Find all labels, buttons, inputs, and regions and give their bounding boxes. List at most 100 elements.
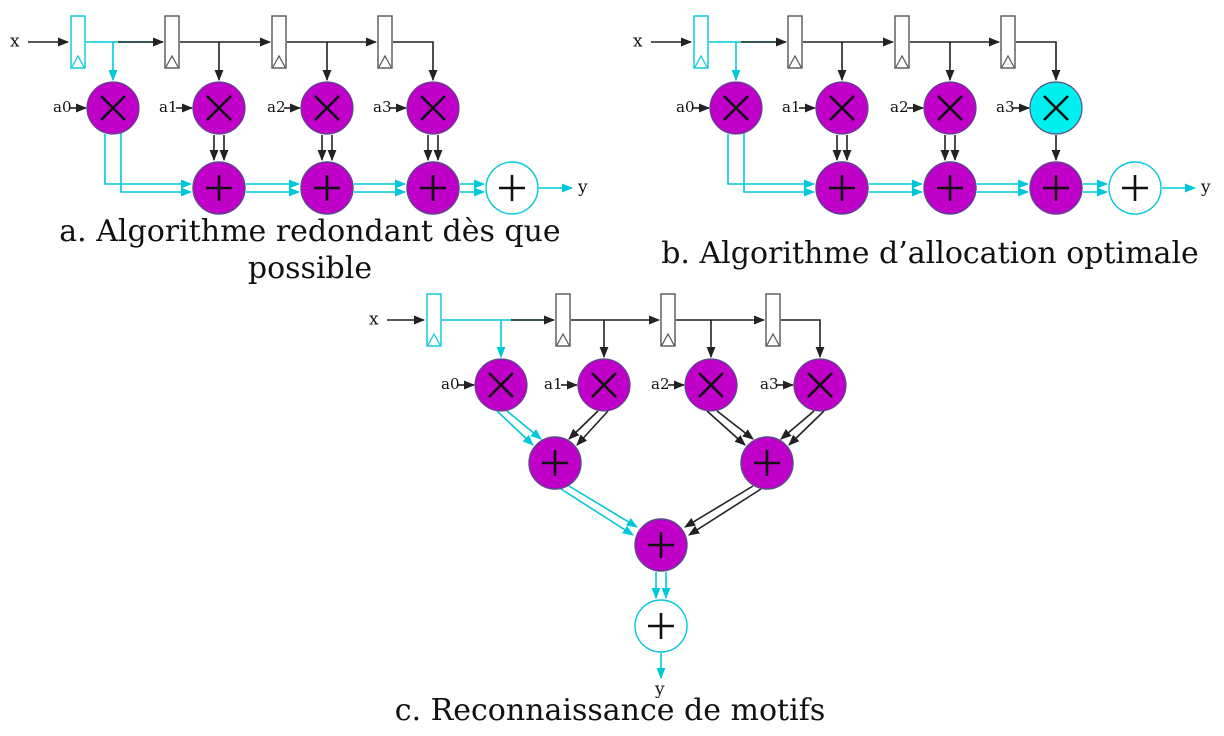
diagram-b-coef-label-3: a3 bbox=[996, 98, 1015, 116]
diagram-a-adder-0-icon bbox=[192, 161, 246, 215]
multiply-stroke bbox=[829, 95, 855, 121]
clock-triangle-icon bbox=[272, 54, 286, 68]
diagram-a-input-label: x bbox=[10, 32, 20, 52]
diagram-c-m0-edge-2 bbox=[506, 410, 542, 440]
diagram-c-m0-edge-1 bbox=[496, 410, 534, 446]
diagram-c-multiplier-2-icon bbox=[684, 358, 738, 412]
diagram-c-coef-label-2: a2 bbox=[651, 375, 670, 393]
diagram-a-register-1 bbox=[164, 15, 180, 69]
register-body bbox=[765, 293, 781, 347]
diagram-b-multiplier-1-icon bbox=[815, 81, 869, 135]
clock-triangle-icon bbox=[378, 54, 392, 68]
diagram-c-coef-label-1: a1 bbox=[544, 375, 563, 393]
diagram-b-final-adder-icon bbox=[1108, 161, 1162, 215]
multiply-stroke bbox=[807, 372, 833, 398]
diagram-b-coef-label-2: a2 bbox=[890, 98, 909, 116]
diagram-c-m3-edge-2 bbox=[788, 410, 825, 446]
diagram-b-multiplier-0-icon bbox=[709, 81, 763, 135]
diagram-c-coef-label-0: a0 bbox=[441, 375, 460, 393]
clock-triangle-icon bbox=[694, 54, 708, 68]
diagram-a-m0-a0-edge-2 bbox=[120, 132, 193, 197]
diagram-a-multiplier-0-icon bbox=[86, 81, 140, 135]
diagram-b-register-1 bbox=[787, 15, 803, 69]
diagram-c-register-0 bbox=[426, 293, 442, 347]
diagram-b-register-3 bbox=[1000, 15, 1016, 69]
diagram-c-m2-edge-2 bbox=[716, 410, 754, 440]
multiply-stroke bbox=[420, 95, 446, 121]
diagram-a-register-3 bbox=[377, 15, 393, 69]
register-body bbox=[693, 15, 709, 69]
register-body bbox=[377, 15, 393, 69]
diagram-c-tap-edge-3 bbox=[781, 319, 825, 359]
diagram-c-multiplier-3-icon bbox=[793, 358, 847, 412]
diagram-b-multiplier-3-icon bbox=[1029, 81, 1083, 135]
diagram-c-output-label: y bbox=[654, 680, 665, 700]
clock-triangle-icon bbox=[71, 54, 85, 68]
diagram-c-register-2 bbox=[660, 293, 676, 347]
register-body bbox=[271, 15, 287, 69]
register-body bbox=[555, 293, 571, 347]
diagram-c-a1-edge-1 bbox=[560, 488, 634, 536]
register-body bbox=[894, 15, 910, 69]
diagram-a-multiplier-3-icon bbox=[406, 81, 460, 135]
diagram-b-adder-1-icon bbox=[923, 161, 977, 215]
diagram-b-register-2 bbox=[894, 15, 910, 69]
register-body bbox=[660, 293, 676, 347]
diagram-b-tap-edge-3 bbox=[1016, 41, 1061, 82]
diagram-b-m0-a0-edge-2 bbox=[743, 132, 816, 197]
caption-c: c. Reconnaissance de motifs bbox=[394, 693, 826, 728]
edges-layer bbox=[28, 37, 1197, 680]
clock-triangle-icon bbox=[766, 332, 780, 346]
multiply-stroke bbox=[314, 95, 340, 121]
diagram-c-final-adder-icon bbox=[634, 599, 688, 653]
diagram-c-register-3 bbox=[765, 293, 781, 347]
multiply-stroke bbox=[698, 372, 724, 398]
diagram-c-adder-2-icon bbox=[634, 518, 688, 572]
diagram-b-adder-2-icon bbox=[1029, 161, 1083, 215]
diagram-a-tap-edge-3 bbox=[393, 41, 438, 82]
diagram-c-m1-edge-2 bbox=[576, 410, 609, 446]
diagram-b-input-label: x bbox=[633, 32, 643, 52]
diagram-b-coef-label-0: a0 bbox=[676, 98, 695, 116]
clock-triangle-icon bbox=[556, 332, 570, 346]
diagram-b-m0-a0-edge-1 bbox=[727, 134, 816, 189]
diagram-c-register-1 bbox=[555, 293, 571, 347]
register-body bbox=[70, 15, 86, 69]
multiply-stroke bbox=[1043, 95, 1069, 121]
multiply-stroke bbox=[488, 372, 514, 398]
diagram-c-multiplier-0-icon bbox=[474, 358, 528, 412]
diagram-b-output-label: y bbox=[1200, 178, 1211, 198]
multiply-stroke bbox=[591, 372, 617, 398]
diagram-b-adder-0-icon bbox=[815, 161, 869, 215]
diagram-a-coef-label-2: a2 bbox=[267, 98, 286, 116]
diagram-b-multiplier-2-icon bbox=[923, 81, 977, 135]
clock-triangle-icon bbox=[895, 54, 909, 68]
nodes-layer bbox=[70, 15, 1162, 653]
register-body bbox=[426, 293, 442, 347]
diagram-a-final-adder-icon bbox=[485, 161, 539, 215]
diagram-c-a2-edge-1 bbox=[684, 485, 754, 528]
diagram-c-a2-edge-2 bbox=[688, 488, 762, 536]
clock-triangle-icon bbox=[1001, 54, 1015, 68]
caption-b: b. Algorithme d’allocation optimale bbox=[661, 236, 1199, 271]
diagram-c-multiplier-1-icon bbox=[577, 358, 631, 412]
diagram-c-m3-edge-1 bbox=[780, 410, 815, 440]
multiply-stroke bbox=[937, 95, 963, 121]
diagram-c-adder-0-icon bbox=[528, 436, 582, 490]
diagram-c-m2-edge-1 bbox=[706, 410, 746, 446]
clock-triangle-icon bbox=[788, 54, 802, 68]
diagram-b-register-0 bbox=[693, 15, 709, 69]
register-body bbox=[164, 15, 180, 69]
caption-a: a. Algorithme redondant dès que possible bbox=[59, 214, 561, 286]
diagram-c-m1-edge-1 bbox=[568, 410, 599, 440]
multiply-stroke bbox=[206, 95, 232, 121]
diagram-b-coef-label-1: a1 bbox=[782, 98, 801, 116]
diagram-a-output-label: y bbox=[577, 178, 588, 198]
diagram-c-input-label: x bbox=[369, 310, 379, 330]
multiply-stroke bbox=[723, 95, 749, 121]
diagram-a-m0-a0-edge-1 bbox=[104, 134, 193, 189]
diagram-a-multiplier-1-icon bbox=[192, 81, 246, 135]
diagram-a-coef-label-0: a0 bbox=[53, 98, 72, 116]
